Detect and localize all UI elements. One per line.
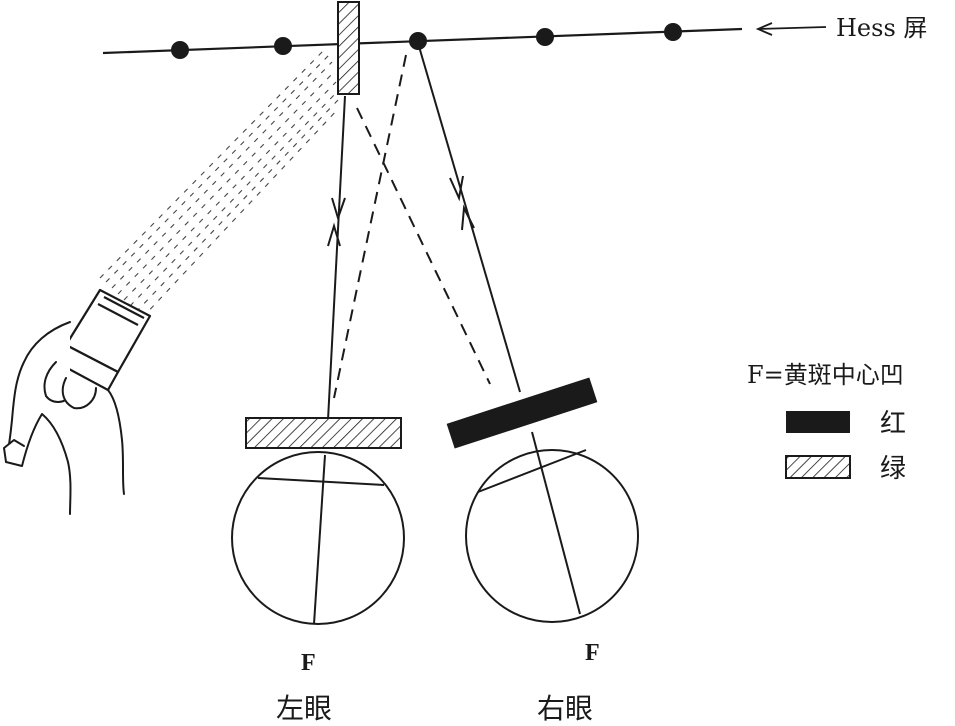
arrow-up-icon [327, 222, 341, 247]
projected-green-marker [337, 1, 360, 95]
legend-green-label: 绿 [880, 454, 906, 484]
hand-icon [3, 321, 125, 515]
screen-dot [171, 41, 189, 59]
arrow-down-icon [449, 175, 464, 202]
right-eye [465, 431, 639, 623]
arrow-down-icon [331, 197, 346, 222]
right-eye-fovea-label: F [585, 640, 600, 666]
legend-red-label: 红 [880, 409, 906, 439]
screen-dot [409, 32, 427, 50]
left-eye-fovea-label: F [301, 650, 316, 676]
screen-dot [274, 37, 292, 55]
left-eye-name: 左眼 [276, 692, 332, 725]
screen-dot [664, 23, 682, 41]
screen-dots [171, 23, 682, 59]
arrow-up-icon [461, 204, 475, 231]
screen-label: Hess 屏 [836, 14, 927, 42]
left-eye-visual-axis [327, 95, 346, 421]
right-red-filter [446, 377, 598, 449]
screen-dot [536, 28, 554, 46]
right-eye-name: 右眼 [537, 692, 593, 725]
green-filter-swatch [785, 455, 851, 479]
torch-light-beam [99, 47, 340, 319]
left-green-filter [245, 417, 402, 449]
screen-label-arrow [755, 22, 827, 36]
dashed-projection-line [356, 107, 491, 385]
torch-icon [54, 288, 152, 392]
left-eye [231, 451, 405, 625]
red-filter-swatch [786, 411, 850, 433]
legend-heading: F=黄斑中心凹 [747, 361, 904, 389]
